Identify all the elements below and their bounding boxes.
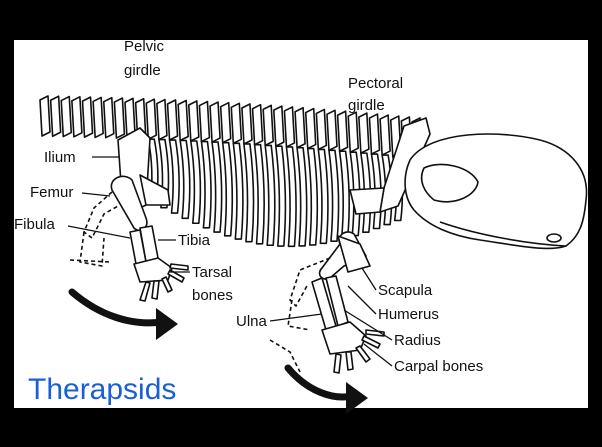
vertebra	[253, 105, 263, 145]
vertebra	[93, 97, 103, 137]
vertebra	[157, 100, 167, 140]
vertebra	[221, 103, 231, 143]
label-femur: Femur	[30, 184, 73, 201]
vertebra	[231, 103, 241, 143]
vertebra	[189, 101, 199, 141]
vertebra	[51, 96, 61, 136]
coracoid-bone	[350, 188, 384, 214]
label-pectoral-girdle-line2: girdle	[348, 97, 385, 114]
label-pectoral-girdle-line1: Pectoral	[348, 75, 403, 92]
nostril	[547, 234, 561, 242]
vertebra	[199, 102, 209, 142]
vertebra	[210, 102, 220, 142]
label-tarsal-bones-line2: bones	[192, 287, 233, 304]
vertebra	[338, 111, 348, 151]
vertebra	[359, 113, 369, 153]
label-ilium: Ilium	[44, 149, 76, 166]
vertebra	[284, 107, 294, 147]
label-radius: Radius	[394, 332, 441, 349]
vertebra	[72, 97, 82, 137]
label-fibula: Fibula	[14, 216, 56, 233]
vertebra	[83, 97, 93, 137]
vertebra	[369, 114, 379, 154]
label-carpal-bones: Carpal bones	[394, 358, 483, 375]
label-pelvic-girdle-line1: Pelvic	[124, 38, 165, 55]
vertebra	[327, 110, 337, 150]
vertebra	[306, 109, 316, 149]
vertebra	[40, 96, 50, 136]
vertebra	[146, 99, 156, 139]
vertebra	[178, 100, 188, 140]
vertebra	[104, 98, 114, 138]
vertebra	[274, 106, 284, 146]
label-ulna: Ulna	[236, 313, 268, 330]
vertebra	[168, 100, 178, 140]
vertebra	[114, 98, 124, 138]
label-humerus: Humerus	[378, 306, 439, 323]
vertebra	[348, 112, 358, 152]
vertebra	[380, 115, 390, 155]
label-tarsal-bones-line1: Tarsal	[192, 264, 232, 281]
vertebra	[316, 109, 326, 149]
diagram-title: Therapsids	[28, 373, 176, 406]
vertebra	[295, 108, 305, 148]
label-tibia: Tibia	[178, 232, 211, 249]
vertebra	[242, 104, 252, 144]
label-scapula: Scapula	[378, 282, 433, 299]
label-pelvic-girdle-line2: girdle	[124, 62, 161, 79]
vertebra	[61, 97, 71, 137]
vertebra	[263, 105, 273, 145]
